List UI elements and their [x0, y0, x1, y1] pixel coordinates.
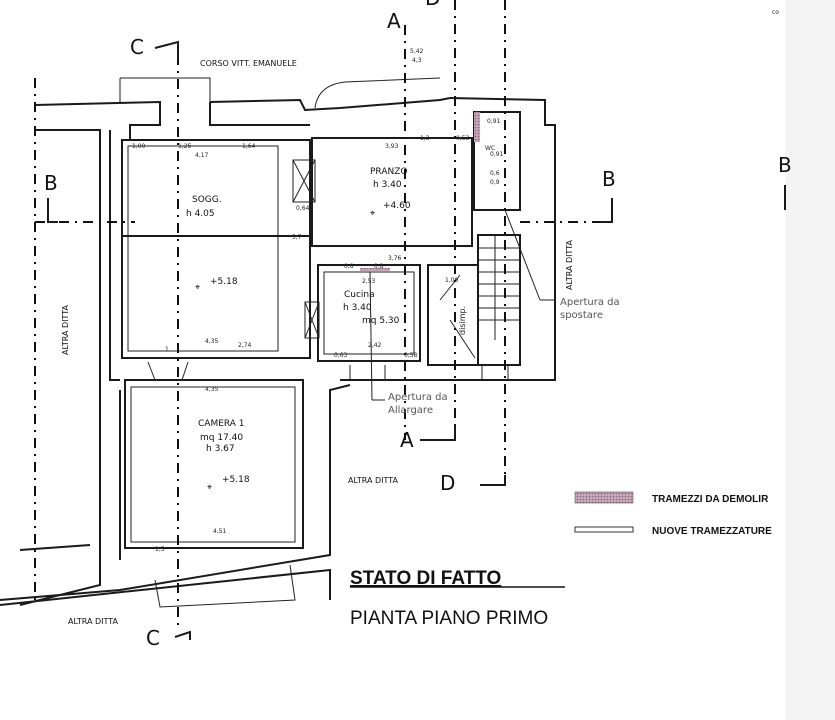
note-spostare: Apertura da [560, 297, 620, 308]
dimension: 1,5 [155, 546, 165, 553]
outer-walls [0, 77, 556, 608]
dimension: 5,42 [410, 48, 424, 55]
dimension: 4,35 [205, 338, 219, 345]
dimension: 5,7 [292, 234, 302, 241]
corner-mark: co [772, 9, 779, 16]
section-a-top: A [387, 9, 401, 33]
dimension: 0,6 [490, 170, 500, 177]
title-sub: PIANTA PIANO PRIMO [350, 608, 548, 629]
dimension: 1,09 [445, 277, 459, 284]
legend-swatch-new [574, 526, 634, 533]
cucina-area: mq 5.30 [362, 316, 400, 326]
stairs [478, 235, 520, 340]
section-c-top: C [130, 35, 144, 59]
dimension: 2,42 [368, 342, 382, 349]
level-marker-icon: ⌖ [195, 283, 200, 293]
street-label: CORSO VITT. EMANUELE [200, 59, 297, 68]
level-marker-icon: ⌖ [207, 483, 212, 493]
neighbor-bottom-left: ALTRA DITTA [68, 617, 118, 626]
dimension: 0,63 [334, 352, 348, 359]
legend: TRAMEZZI DA DEMOLIR NUOVE TRAMEZZATURE [574, 491, 772, 537]
dimension: 4,35 [205, 386, 219, 393]
neighbor-left: ALTRA DITTA [61, 305, 70, 355]
note-allargare: Apertura da [388, 392, 448, 403]
dimension: 1,64 [242, 143, 256, 150]
pranzo-name: PRANZO [370, 167, 407, 177]
dimension: 4,3 [412, 57, 422, 64]
dimension: 0,91 [490, 151, 504, 158]
dimension: 2,53 [362, 278, 376, 285]
dimension: 0,64 [296, 205, 310, 212]
section-b-edge: B [778, 153, 792, 177]
dimension: 1,00 [132, 143, 146, 150]
dimension: 0,8 [344, 263, 354, 270]
dimension: 1,3 [420, 135, 430, 142]
demolish-wall [474, 112, 480, 142]
neighbor-right: ALTRA DITTA [565, 240, 574, 290]
wc-name: WC [485, 145, 495, 152]
scan-edge [785, 0, 835, 720]
dimension: 4,17 [195, 152, 209, 159]
section-c-bottom: C [146, 626, 160, 650]
title-main: STATO DI FATTO [350, 568, 501, 589]
legend-label: NUOVE TRAMEZZATURE [652, 526, 772, 537]
pranzo-level: +4.60 [383, 201, 411, 211]
dimension: 2,74 [238, 342, 252, 349]
sogg-name: SOGG. [192, 195, 222, 205]
section-lines [34, 0, 786, 640]
room2-level: +5.18 [210, 277, 238, 287]
camera1-name: CAMERA 1 [198, 419, 245, 429]
dimension: 1,25 [178, 143, 192, 150]
sogg-height: h 4.05 [186, 209, 215, 219]
section-d-bottom: D [440, 471, 455, 495]
dimension: 1 [165, 346, 169, 353]
cucina-name: Cucina [344, 290, 375, 300]
section-b-left: B [44, 171, 58, 195]
neighbor-middle: ALTRA DITTA [348, 476, 398, 485]
cucina-height: h 3.40 [343, 303, 372, 313]
dimension: 3,76 [388, 255, 402, 262]
section-a-bottom: A [400, 428, 414, 452]
legend-label: TRAMEZZI DA DEMOLIR [652, 494, 769, 505]
section-d-top: D [425, 0, 440, 10]
camera1-area: mq 17.40 [200, 433, 243, 443]
dimension: 0,8 [374, 263, 384, 270]
dimension: 0,58 [404, 352, 418, 359]
interior-walls [121, 111, 555, 549]
dimension: 4,51 [213, 528, 227, 535]
camera1-level: +5.18 [222, 475, 250, 485]
note-spostare: spostare [560, 310, 603, 321]
dimension: 0,9 [490, 179, 500, 186]
disimp-name: disimp. [458, 306, 467, 335]
demolish-wall [360, 268, 390, 271]
note-allargare: Allargare [388, 405, 433, 416]
dimension: 0,91 [487, 118, 501, 125]
dimension: 0,53 [456, 135, 470, 142]
legend-swatch-demolish [574, 491, 634, 504]
dimension: 3,93 [385, 143, 399, 150]
camera1-height: h 3.67 [206, 444, 235, 454]
pranzo-height: h 3.40 [373, 180, 402, 190]
level-marker-icon: ⌖ [370, 209, 375, 219]
section-b-right: B [602, 167, 616, 191]
